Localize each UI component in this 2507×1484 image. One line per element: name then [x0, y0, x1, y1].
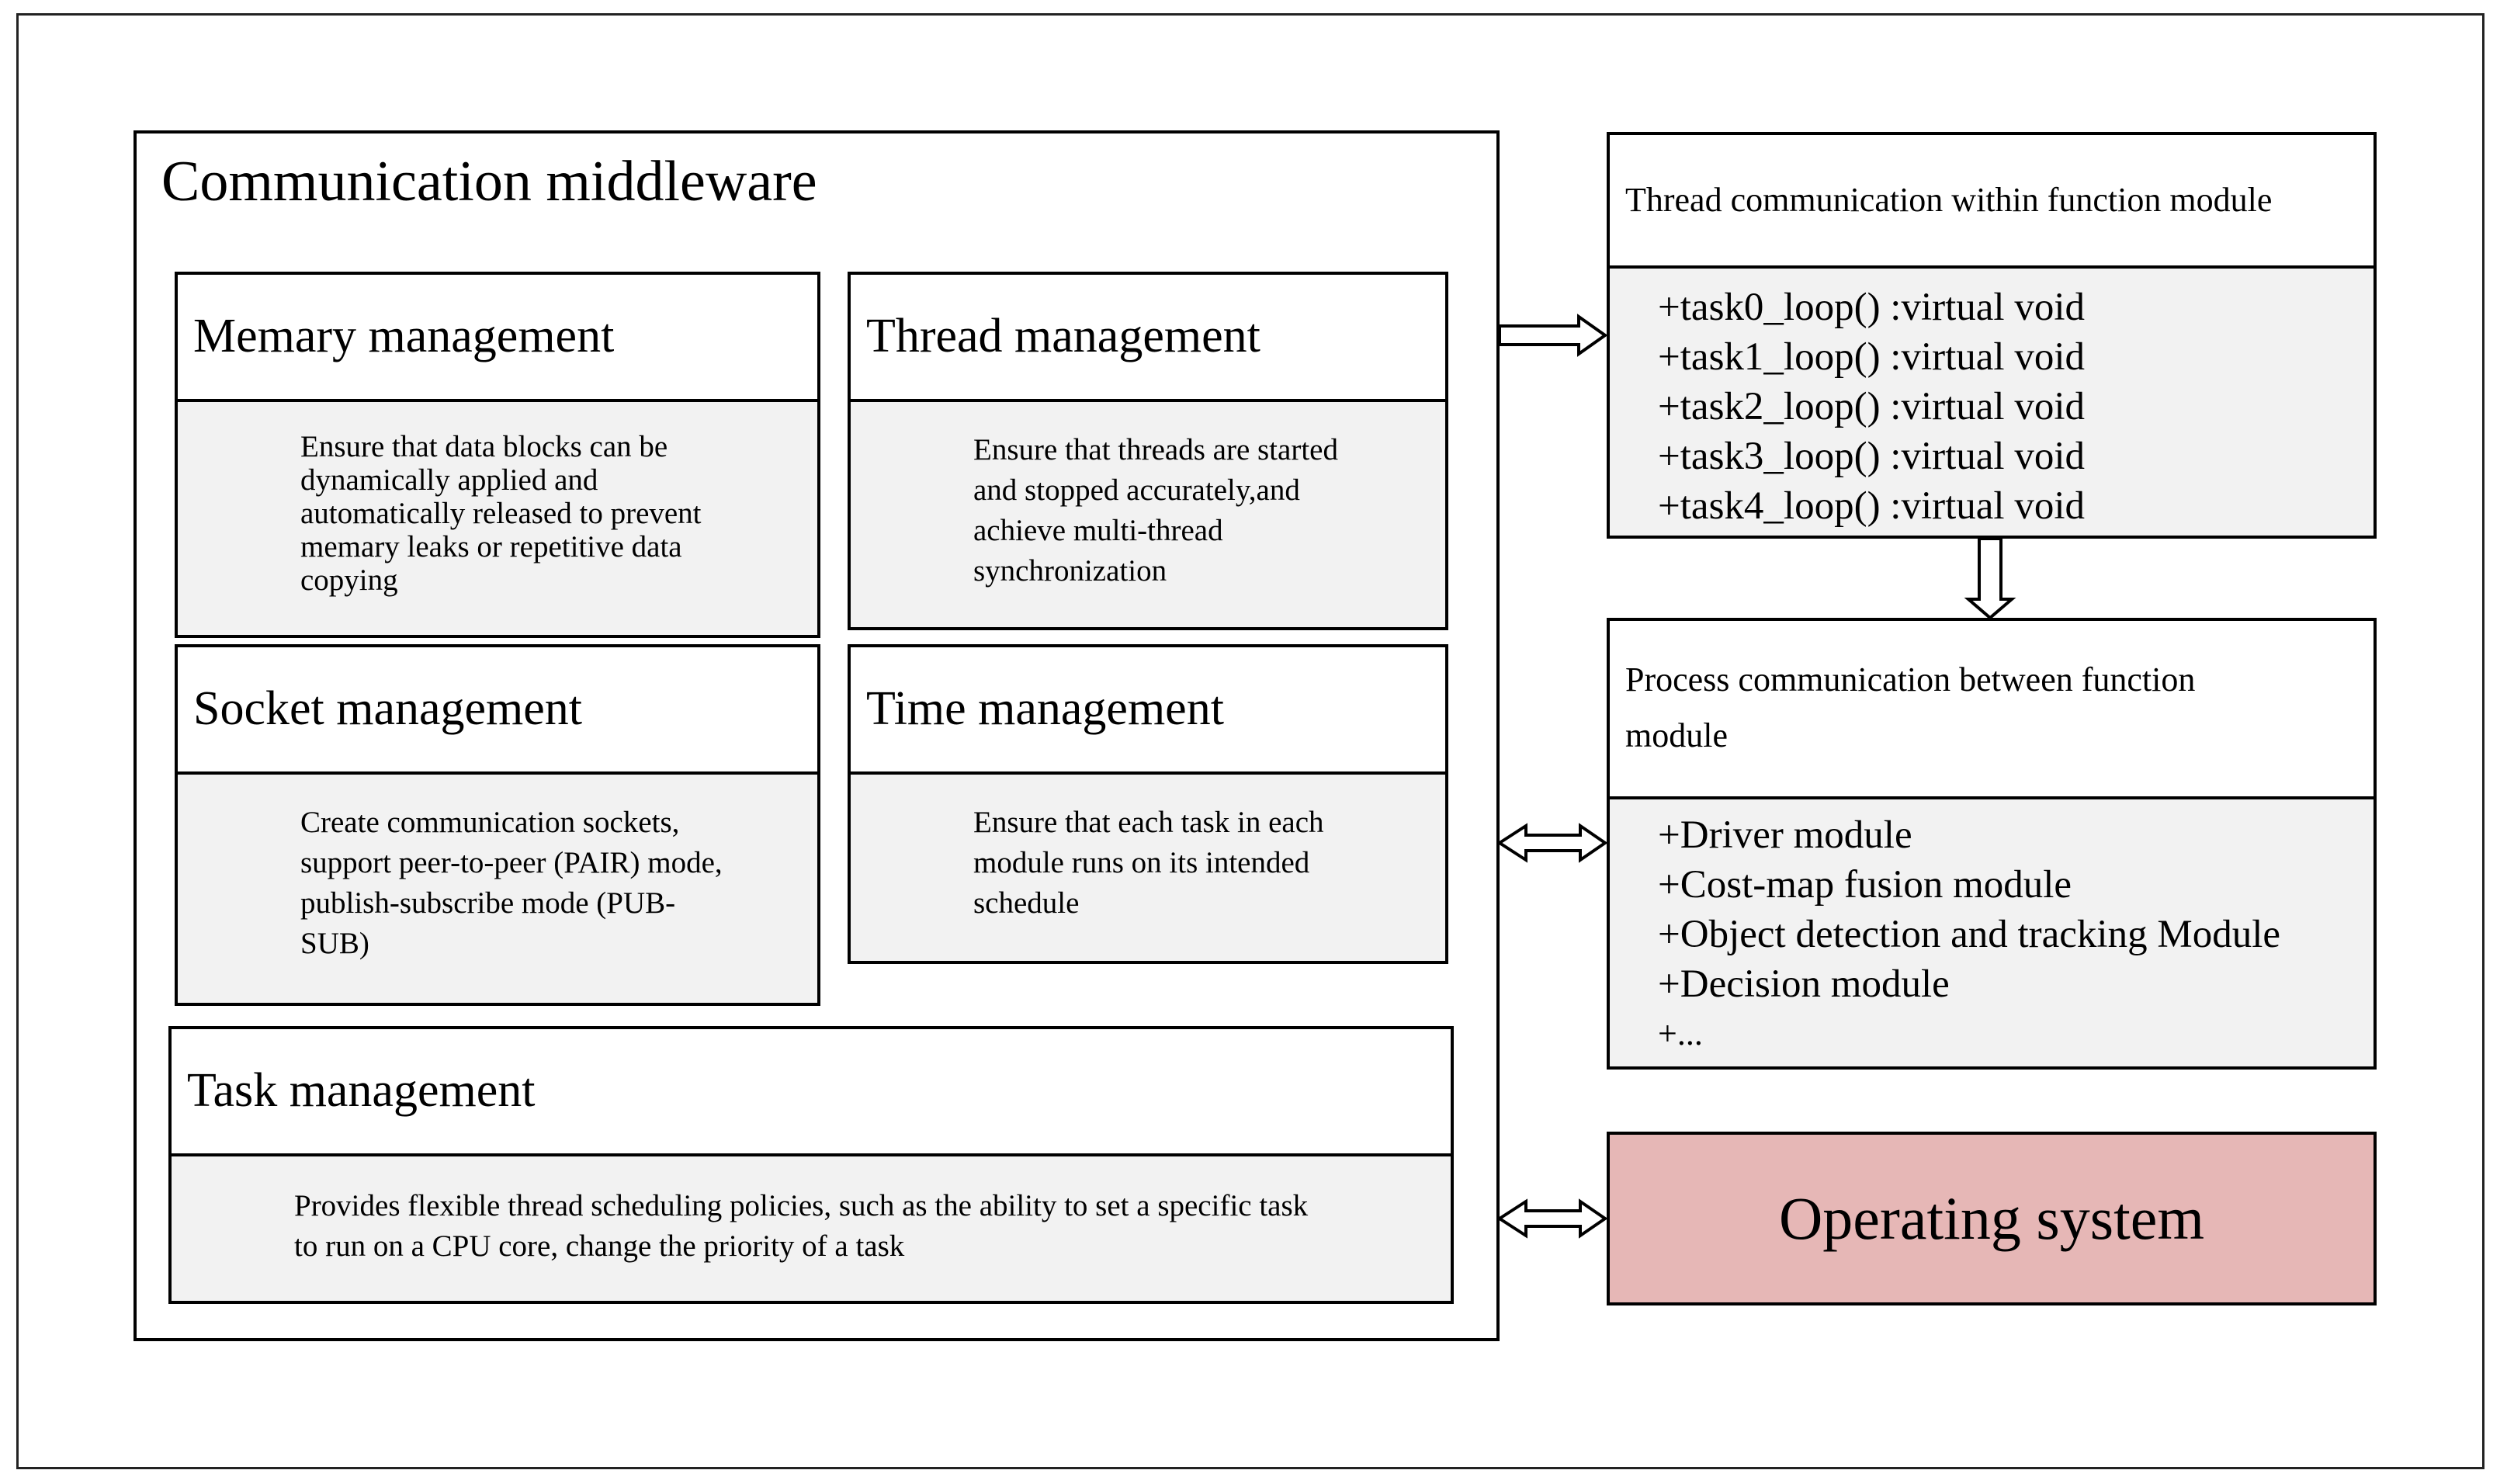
description-line: SUB) — [300, 927, 369, 960]
description-line: dynamically applied and — [300, 463, 598, 497]
middleware-title: Communication middleware — [161, 150, 817, 213]
title-line: Process communication between function — [1625, 661, 2196, 699]
thread-communication-title: Thread communication within function mod… — [1610, 135, 2374, 269]
thread-management-title: Thread management — [851, 275, 1445, 402]
process-communication-list: +Driver module +Cost-map fusion module +… — [1610, 799, 2374, 1059]
description-line: publish-subscribe mode (PUB- — [300, 886, 676, 920]
memory-management-title: Memary management — [178, 275, 817, 402]
list-item: +Decision module — [1658, 962, 1950, 1006]
description-line: Ensure that each task in each — [973, 806, 1324, 839]
description-line: Create communication sockets, — [300, 806, 680, 839]
diagram-frame — [16, 13, 2484, 1469]
socket-management-title: Socket management — [178, 647, 817, 775]
title-line: module — [1625, 716, 1728, 754]
process-communication-title: Process communication between function m… — [1610, 621, 2374, 799]
list-item: +Driver module — [1658, 813, 1912, 857]
list-item: +task0_loop() :virtual void — [1658, 286, 2086, 329]
time-management-description: Ensure that each task in each module run… — [851, 775, 1445, 924]
list-item: +task2_loop() :virtual void — [1658, 385, 2086, 428]
description-line: Provides flexible thread scheduling poli… — [294, 1189, 1309, 1222]
description-line: schedule — [973, 886, 1080, 920]
thread-management-card: Thread management Ensure that threads ar… — [848, 272, 1448, 630]
socket-management-card: Socket management Create communication s… — [175, 644, 820, 1006]
list-item: +task3_loop() :virtual void — [1658, 435, 2086, 478]
description-line: module runs on its intended — [973, 846, 1310, 879]
arrow-middleware-process — [1496, 823, 1608, 863]
description-line: synchronization — [973, 554, 1167, 588]
list-item: +Cost-map fusion module — [1658, 863, 2072, 907]
description-line: achieve multi-thread — [973, 514, 1223, 547]
description-line: memary leaks or repetitive data — [300, 530, 682, 563]
operating-system-box: Operating system — [1607, 1132, 2377, 1305]
task-management-title: Task management — [172, 1029, 1451, 1156]
process-communication-box: Process communication between function m… — [1607, 618, 2377, 1070]
thread-communication-box: Thread communication within function mod… — [1607, 132, 2377, 539]
time-management-title: Time management — [851, 647, 1445, 775]
description-line: copying — [300, 563, 398, 597]
description-line: and stopped accurately,and — [973, 473, 1300, 507]
description-line: Ensure that threads are started — [973, 433, 1338, 466]
arrow-middleware-os — [1496, 1198, 1608, 1239]
description-line: support peer-to-peer (PAIR) mode, — [300, 846, 723, 879]
arrow-to-thread-communication — [1498, 314, 1608, 357]
description-line: to run on a CPU core, change the priorit… — [294, 1229, 905, 1263]
description-line: automatically released to prevent — [300, 497, 702, 530]
list-item: +Object detection and tracking Module — [1658, 913, 2281, 956]
operating-system-label: Operating system — [1778, 1184, 2205, 1252]
thread-communication-list: +task0_loop() :virtual void +task1_loop(… — [1610, 269, 2374, 531]
list-item: +... — [1658, 1014, 1703, 1052]
time-management-card: Time management Ensure that each task in… — [848, 644, 1448, 964]
thread-management-description: Ensure that threads are started and stop… — [851, 402, 1445, 591]
arrow-thread-to-process — [1964, 537, 2016, 620]
memory-management-description: Ensure that data blocks can be dynamical… — [178, 402, 817, 597]
task-management-description: Provides flexible thread scheduling poli… — [172, 1156, 1451, 1267]
list-item: +task4_loop() :virtual void — [1658, 484, 2086, 528]
task-management-card: Task management Provides flexible thread… — [168, 1026, 1454, 1304]
socket-management-description: Create communication sockets, support pe… — [178, 775, 817, 964]
list-item: +task1_loop() :virtual void — [1658, 335, 2086, 379]
memory-management-card: Memary management Ensure that data block… — [175, 272, 820, 638]
description-line: Ensure that data blocks can be — [300, 430, 668, 463]
